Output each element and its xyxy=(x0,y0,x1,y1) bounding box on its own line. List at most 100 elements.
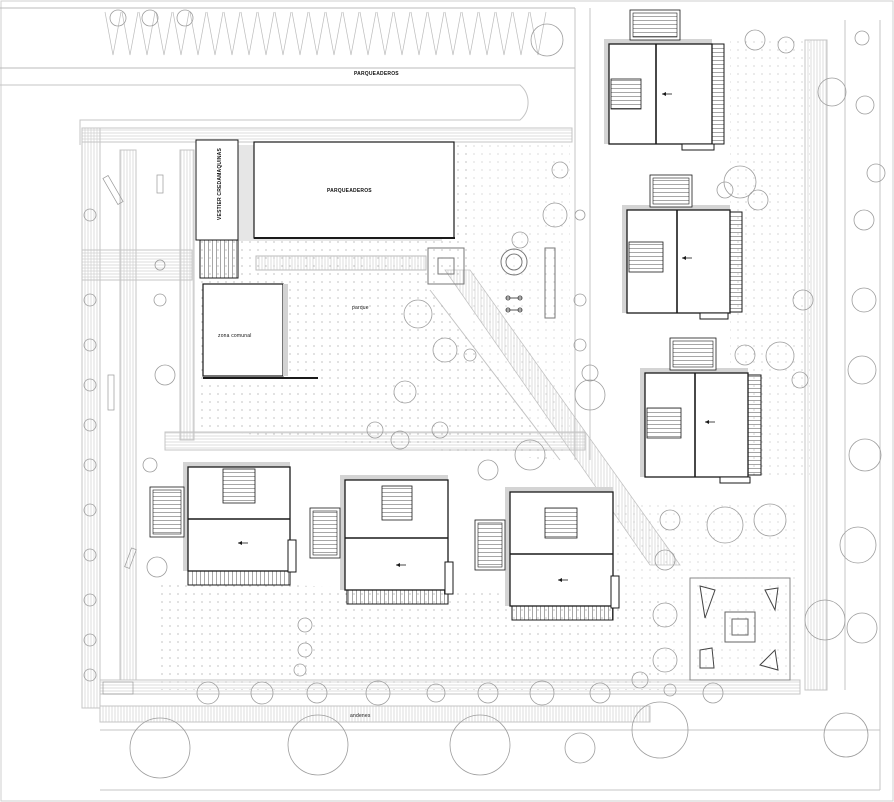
tree-icon xyxy=(154,364,176,386)
house-block xyxy=(474,487,620,621)
tree-icon xyxy=(573,293,587,307)
parking-stall xyxy=(325,11,343,56)
tree-icon xyxy=(542,202,568,228)
tree-icon xyxy=(851,287,877,313)
tree-icon xyxy=(530,23,564,57)
tree-icon xyxy=(393,380,417,404)
tree-icon xyxy=(529,680,555,706)
parking-stall xyxy=(274,11,292,56)
parking-building xyxy=(195,139,455,279)
tree-icon xyxy=(176,9,194,27)
tree-icon xyxy=(432,337,458,363)
parking-stall xyxy=(240,11,258,56)
tree-icon xyxy=(706,506,744,544)
parking-stall xyxy=(172,11,190,56)
parking-stall xyxy=(138,11,156,56)
tree-icon xyxy=(83,208,97,222)
arrow-icon xyxy=(682,256,686,260)
tree-icon xyxy=(846,612,878,644)
arrow-icon xyxy=(705,420,709,424)
tree-icon xyxy=(154,259,166,271)
tree-icon xyxy=(817,77,847,107)
parking-stall xyxy=(155,11,173,56)
tree-icon xyxy=(477,682,499,704)
tree-icon xyxy=(848,438,882,472)
tree-icon xyxy=(366,421,384,439)
tree-icon xyxy=(659,509,681,531)
parking-stall xyxy=(410,11,428,56)
tree-icon xyxy=(297,617,313,633)
parking-stall xyxy=(376,11,394,56)
plaza-square xyxy=(427,247,556,319)
corner-plaza xyxy=(689,577,791,681)
parking-stall xyxy=(189,11,207,56)
parking-stall xyxy=(308,11,326,56)
tree-icon xyxy=(196,681,220,705)
sidewalk-band xyxy=(99,679,880,791)
tree-icon xyxy=(365,680,391,706)
tree-icon xyxy=(574,209,586,221)
arrow-icon xyxy=(396,563,400,567)
parking-stall xyxy=(342,11,360,56)
tree-icon xyxy=(716,181,734,199)
tree-icon xyxy=(153,293,167,307)
parking-stall xyxy=(444,11,462,56)
community-label: zona comunal xyxy=(218,333,252,339)
trees xyxy=(83,9,886,779)
tree-icon xyxy=(431,421,449,439)
tree-icon xyxy=(589,682,611,704)
tree-icon xyxy=(804,599,846,641)
parking-stall xyxy=(121,11,139,56)
tree-icon xyxy=(477,459,499,481)
tree-icon xyxy=(791,371,809,389)
tree-icon xyxy=(551,161,569,179)
tree-icon xyxy=(306,682,328,704)
tree-icon xyxy=(83,668,97,682)
tree-icon xyxy=(83,548,97,562)
tree-icon xyxy=(652,647,678,673)
tree-icon xyxy=(823,712,869,758)
tree-icon xyxy=(747,189,769,211)
tree-icon xyxy=(631,671,649,689)
tree-icon xyxy=(702,682,724,704)
top-parking-label: PARQUEADEROS xyxy=(354,71,399,77)
side-stalls xyxy=(102,174,164,695)
houses xyxy=(149,9,762,621)
arrow-icon xyxy=(238,541,242,545)
tree-icon xyxy=(511,231,529,249)
parking-stall xyxy=(427,11,445,56)
tree-icon xyxy=(854,30,870,46)
top-parking-area xyxy=(0,7,575,145)
tree-icon xyxy=(654,549,676,571)
tree-icon xyxy=(250,681,274,705)
parking-stall xyxy=(461,11,479,56)
tree-icon xyxy=(83,458,97,472)
parking-stall xyxy=(104,11,122,56)
parking-stall xyxy=(393,11,411,56)
tree-icon xyxy=(390,430,410,450)
parking-stall xyxy=(291,11,309,56)
parking-stall xyxy=(359,11,377,56)
house-block xyxy=(149,462,297,586)
tree-icon xyxy=(83,633,97,647)
tree-icon xyxy=(777,36,795,54)
house-block xyxy=(309,475,454,605)
tree-icon xyxy=(146,556,168,578)
tree-icon xyxy=(293,663,307,677)
tree-icon xyxy=(109,9,127,27)
tree-icon xyxy=(847,355,877,385)
community-building xyxy=(202,283,318,379)
tree-icon xyxy=(866,163,886,183)
tree-icon xyxy=(564,732,596,764)
parking-stall xyxy=(206,11,224,56)
tree-icon xyxy=(631,701,689,759)
tree-icon xyxy=(287,714,349,776)
parking-stall xyxy=(495,11,513,56)
house-block xyxy=(640,337,762,484)
parking-stall xyxy=(478,11,496,56)
parking-stall xyxy=(529,11,547,56)
tree-icon xyxy=(83,338,97,352)
tree-icon xyxy=(141,9,159,27)
tree-icon xyxy=(83,418,97,432)
parking-stall xyxy=(223,11,241,56)
